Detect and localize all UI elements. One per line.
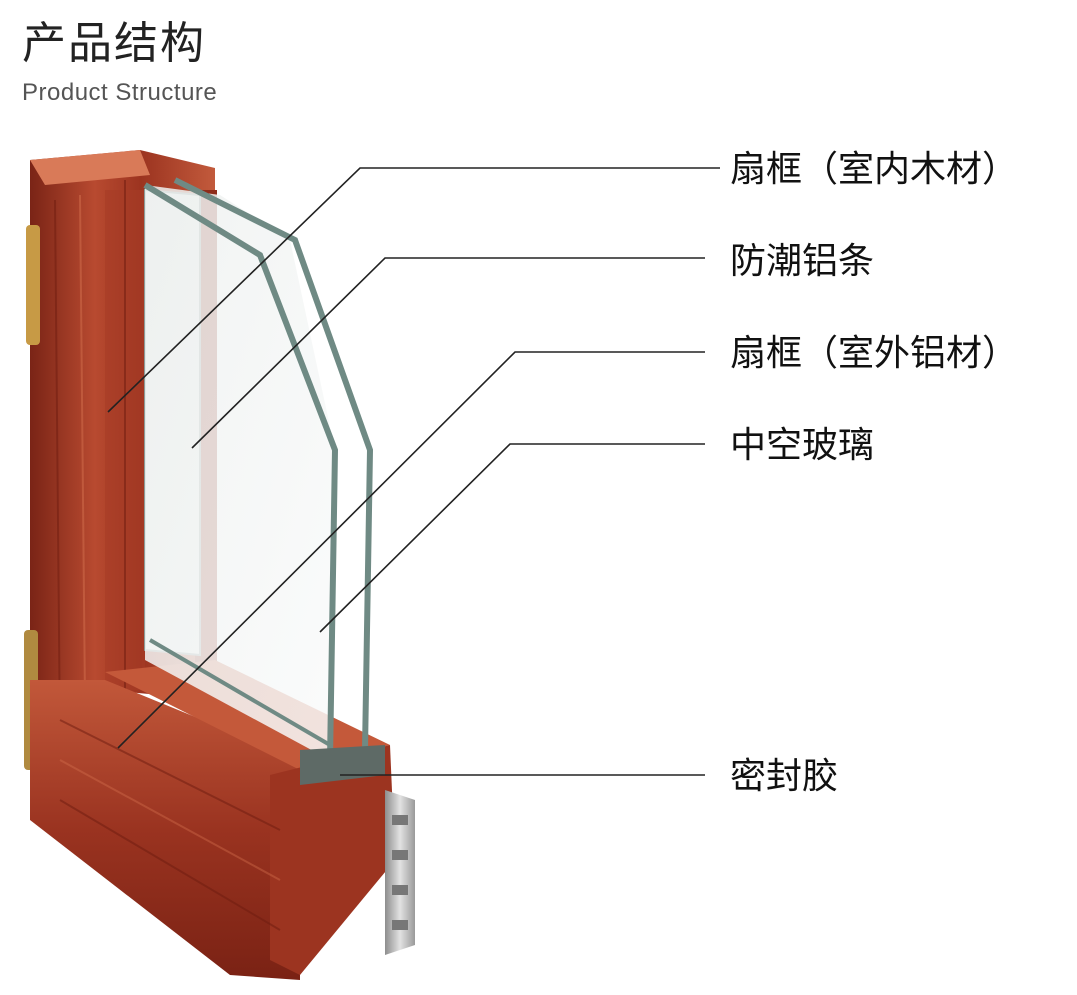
callout-indoor-wood-frame: 扇框（室内木材） <box>730 149 1019 190</box>
bottom-wood-rail <box>30 660 395 980</box>
header: 产品结构 Product Structure <box>0 0 600 120</box>
leader-line-moisture-strip <box>191 257 705 449</box>
leader-line-indoor-wood-frame <box>107 167 720 413</box>
callout-outdoor-aluminum-frame: 扇框（室外铝材） <box>730 333 1019 374</box>
page-subtitle: Product Structure <box>22 79 218 106</box>
aluminum-profile <box>385 790 415 955</box>
callout-sealant: 密封胶 <box>730 756 839 797</box>
leader-line-outdoor-aluminum-frame <box>117 351 705 749</box>
insulated-glass <box>143 177 374 761</box>
leader-line-insulated-glass <box>319 443 705 633</box>
callout-moisture-proof-strip: 防潮铝条 <box>730 241 875 282</box>
callout-insulated-glass: 中空玻璃 <box>730 425 875 466</box>
callout-lines <box>107 167 720 776</box>
page-title: 产品结构 <box>22 18 206 69</box>
